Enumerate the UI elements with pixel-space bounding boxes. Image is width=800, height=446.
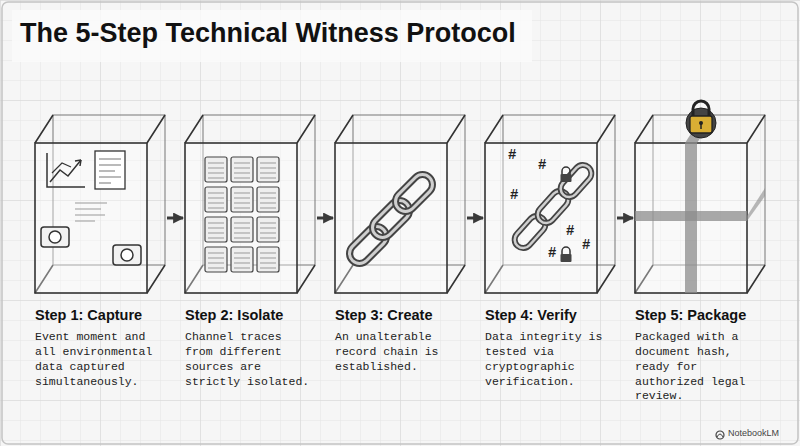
step-description: Packaged with a document hash, ready for… bbox=[635, 330, 765, 404]
flow-arrow bbox=[467, 217, 483, 220]
flow-arrow bbox=[167, 217, 183, 220]
diagram-title: The 5-Step Technical Witness Protocol bbox=[20, 18, 516, 49]
hash-symbol: # bbox=[582, 238, 590, 252]
step-description: Event moment and all environmental data … bbox=[35, 330, 165, 389]
step-description: Channel traces from different sources ar… bbox=[185, 330, 315, 389]
process-box: Step 2: IsolateChannel traces from diffe… bbox=[185, 115, 315, 389]
process-box: Step 5: PackagePackaged with a document … bbox=[635, 115, 765, 404]
watermark: NotebookLM bbox=[728, 429, 779, 439]
step-heading: Step 4: Verify bbox=[485, 307, 615, 324]
flow-arrow bbox=[617, 217, 633, 220]
step-description: An unalterable record chain is establish… bbox=[335, 330, 465, 374]
hash-symbol: # bbox=[538, 158, 546, 172]
hash-symbol: # bbox=[566, 224, 574, 238]
process-box: Step 3: Create An unalterable record chai… bbox=[335, 115, 465, 375]
step-heading: Step 5: Package bbox=[635, 307, 765, 324]
step-heading: Step 3: Create bbox=[335, 307, 465, 324]
hash-symbol: # bbox=[510, 188, 518, 202]
process-box: Step 1: CaptureEvent moment and all envi… bbox=[35, 115, 165, 389]
hash-symbol: # bbox=[548, 246, 556, 260]
step-description: Data integrity is tested via cryptograph… bbox=[485, 330, 615, 389]
flow-arrow bbox=[317, 217, 333, 220]
step-heading: Step 2: Isolate bbox=[185, 307, 315, 324]
step-heading: Step 1: Capture bbox=[35, 307, 165, 324]
hash-symbol: # bbox=[508, 148, 516, 162]
